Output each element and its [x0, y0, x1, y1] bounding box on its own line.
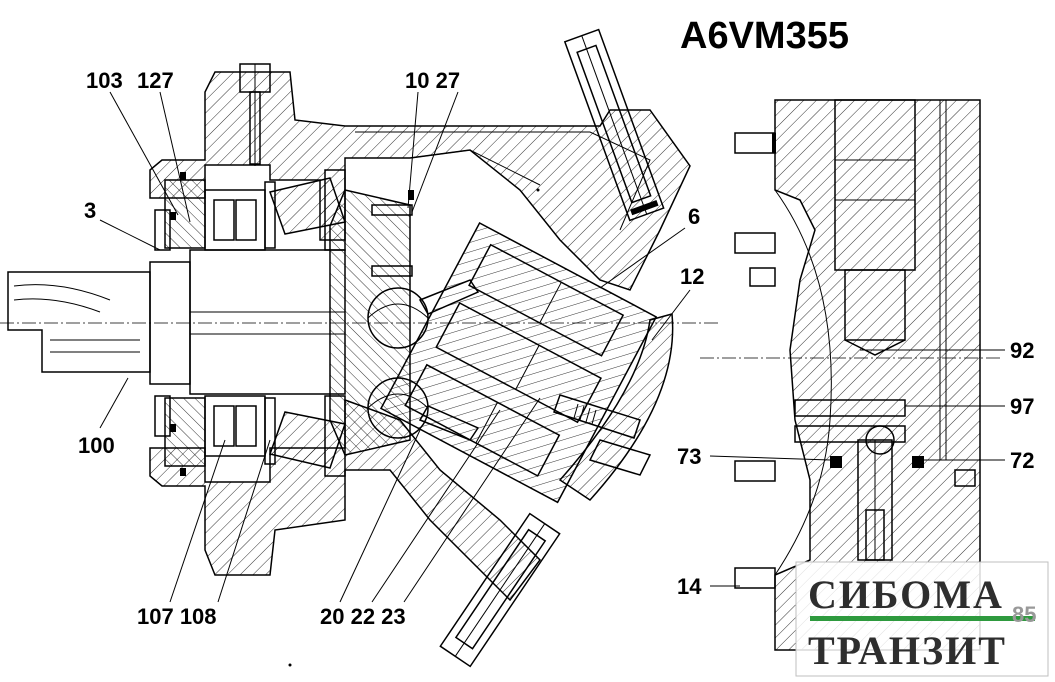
leader-lines [99, 91, 1005, 603]
callout-127: 127 [137, 68, 174, 93]
callout-107-108: 107 108 [137, 604, 217, 629]
housing-lower [149, 398, 541, 602]
callout-12: 12 [680, 264, 704, 289]
watermark-line-2: ТРАНЗИТ [808, 628, 1007, 673]
drive-shaft [7, 249, 346, 395]
center-pin [553, 394, 641, 439]
watermark: СИБОМА 85 ТРАНЗИТ [795, 561, 1049, 677]
port-plate-studs [734, 132, 776, 589]
callout-73: 73 [677, 444, 701, 469]
callout-100: 100 [78, 433, 115, 458]
watermark-line-1: СИБОМА [808, 572, 1004, 617]
center-pin-teeth [573, 403, 597, 425]
callout-3: 3 [84, 198, 96, 223]
callout-92: 92 [1010, 338, 1034, 363]
callout-14: 14 [677, 574, 702, 599]
main-section-view [0, 28, 720, 668]
watermark-stripe [810, 616, 1035, 621]
callout-103: 103 [86, 68, 123, 93]
callout-10-27: 10 27 [405, 68, 460, 93]
front-seal-group [154, 172, 186, 476]
upper-bearing-group [164, 169, 346, 251]
page-number: 85 [1012, 602, 1036, 627]
housing-upper [149, 71, 691, 291]
callout-6: 6 [688, 204, 700, 229]
callout-labels: 103 127 10 27 3 6 12 100 92 97 73 72 14 … [78, 68, 1034, 629]
vertical-bore [834, 99, 947, 460]
lower-adjust-piston [439, 512, 561, 668]
lower-bearing-group [164, 395, 346, 477]
callout-97: 97 [1010, 394, 1034, 419]
drawing-title: A6VM355 [680, 15, 849, 57]
upper-adjust-piston [563, 28, 665, 222]
port-plate-view [700, 99, 1000, 651]
callout-72: 72 [1010, 448, 1034, 473]
callout-20-22-23: 20 22 23 [320, 604, 406, 629]
top-bolt [239, 63, 271, 166]
drive-flange-bolts [371, 190, 414, 277]
lower-spool [830, 439, 924, 561]
